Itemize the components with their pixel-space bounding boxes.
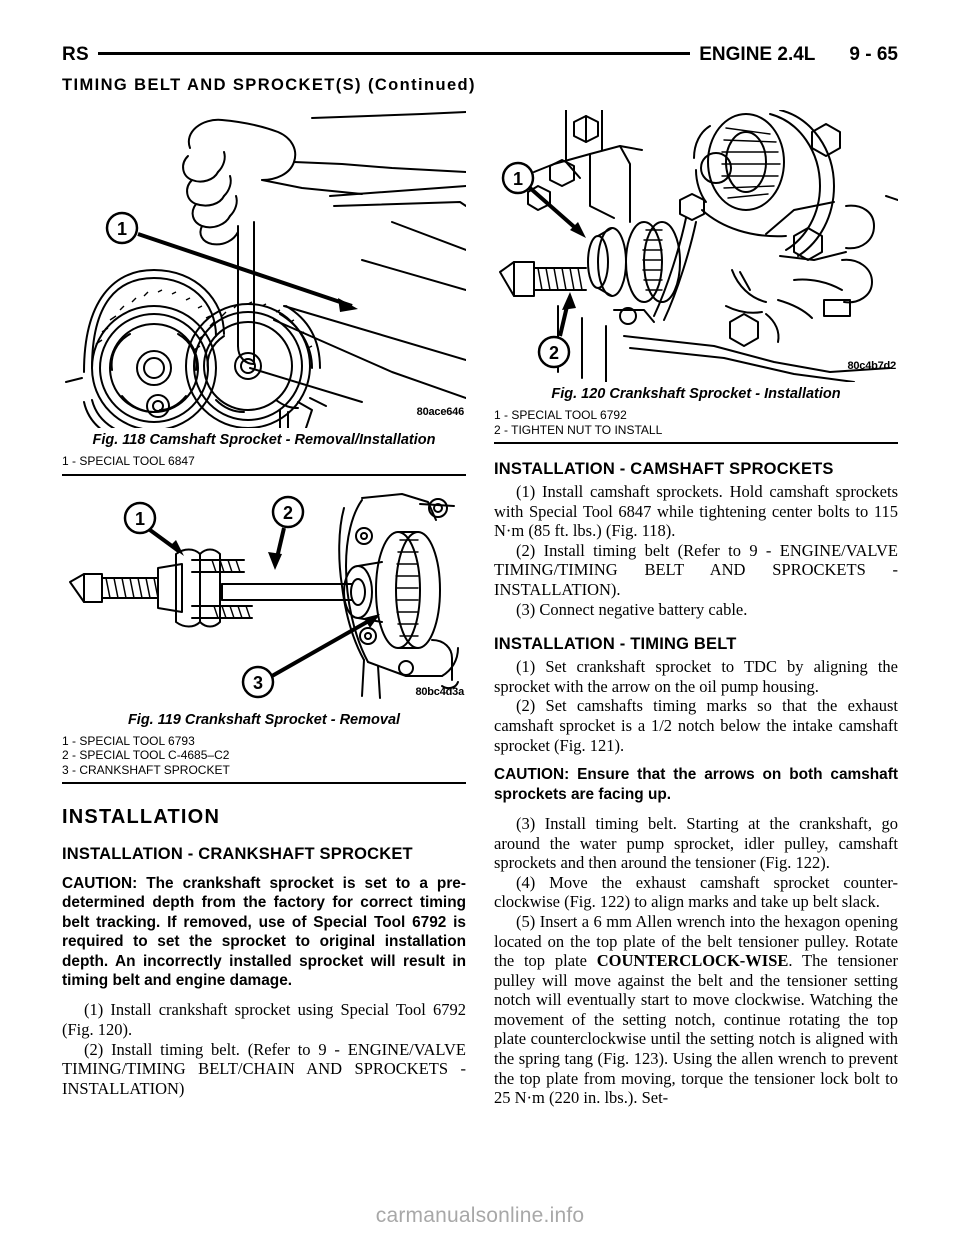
figure-119-divider [62,782,466,784]
figure-119-legend-item: 2 - SPECIAL TOOL C-4685–C2 [62,748,230,762]
figure-119-legend-item: 3 - CRANKSHAFT SPROCKET [62,762,230,777]
figure-119-callout-3: 3 [253,673,263,693]
figure-119: 1 2 3 80bc4d3a Fig. 119 Cra [62,489,466,784]
page-header: RS ENGINE 2.4L 9 - 65 [62,40,898,70]
figure-118-legend-item: 1 - SPECIAL TOOL 6847 [62,454,195,468]
figure-119-legend: 1 - SPECIAL TOOL 6793 2 - SPECIAL TOOL C… [62,734,466,778]
timing-belt-step-3: (3) Install timing belt. Starting at the… [494,813,898,873]
installation-crankshaft-sprocket-heading: INSTALLATION - CRANKSHAFT SPROCKET [62,845,413,863]
left-column: 1 80ace646 Fig. 118 Camshaft Sprocket - … [62,110,466,1098]
crankshaft-caution-text: CAUTION: The crankshaft sprocket is set … [62,875,466,990]
figure-118-art-code: 80ace646 [416,406,465,418]
figure-119-caption: Fig. 119 Crankshaft Sprocket - Removal [127,711,401,728]
figure-120-callout-1: 1 [513,169,523,189]
installation-section-heading: INSTALLATION [62,806,221,828]
figure-120-divider [494,442,898,444]
timing-belt-step-5-part-2: . The tensioner pulley will move against… [494,951,898,1108]
figure-120-legend-item: 1 - SPECIAL TOOL 6792 [494,408,627,422]
figure-120-art-code: 80c4b7d2 [847,360,896,372]
camshaft-step-1: (1) Install camshaft sprockets. Hold cam… [494,482,898,541]
figure-118-artwork: 1 [62,110,466,428]
figure-118-callout-1: 1 [117,219,127,239]
installation-camshaft-sprockets-heading: INSTALLATION - CAMSHAFT SPROCKETS [494,460,834,478]
figure-120-callout-2: 2 [549,343,559,363]
installation-timing-belt-heading: INSTALLATION - TIMING BELT [494,635,737,654]
figure-120: 1 2 80c4b7d2 Fig. 120 Crankshaft Sprocke… [494,110,898,444]
crankshaft-step-1: (1) Install crankshaft sprocket using Sp… [62,1000,466,1040]
figure-120-caption: Fig. 120 Crankshaft Sprocket - Installat… [551,386,841,402]
site-watermark: carmanualsonline.info [375,1204,585,1227]
figure-119-art-code: 80bc4d3a [415,685,464,698]
figure-118-legend: 1 - SPECIAL TOOL 6847 [62,454,466,469]
figure-119-callout-1: 1 [135,509,145,529]
timing-belt-step-4: (4) Move the exhaust camshaft sprocket c… [494,872,898,912]
figure-119-artwork: 1 2 3 [62,489,466,708]
figure-119-legend-item: 1 - SPECIAL TOOL 6793 [62,733,195,748]
timing-belt-step-5-part-1: (5) Insert a 6 mm Allen wrench into the … [494,911,898,971]
figure-119-callout-2: 2 [283,503,293,523]
camshaft-step-2: (2) Install timing belt (Refer to 9 - EN… [494,540,898,599]
figure-118: 1 80ace646 Fig. 118 Camshaft Sprocket - … [62,110,466,476]
timing-belt-step-5: (5) Insert a 6 mm Allen wrench into the … [494,912,898,1108]
timing-belt-caution-text: CAUTION: Ensure that the arrows on both … [494,766,898,803]
camshaft-step-3: (3) Connect negative battery cable. [516,599,748,619]
page-number: 9 - 65 [849,44,898,65]
header-rule [98,51,691,55]
figure-118-divider [62,473,466,476]
continued-heading: TIMING BELT AND SPROCKET(S) (Continued) [62,76,476,94]
figure-120-legend: 1 - SPECIAL TOOL 6792 2 - TIGHTEN NUT TO… [494,408,898,437]
figure-120-legend-item: 2 - TIGHTEN NUT TO INSTALL [494,422,663,437]
crankshaft-step-2: (2) Install timing belt. (Refer to 9 - E… [62,1039,466,1098]
figure-120-artwork: 1 2 [494,110,898,382]
page-section-title: ENGINE 2.4L [699,44,816,65]
counterclockwise-emphasis: COUNTERCLOCK-WISE [596,951,789,971]
figure-118-caption: Fig. 118 Camshaft Sprocket - Removal/Ins… [92,432,436,448]
timing-belt-step-2: (2) Set camshafts timing marks so that t… [494,696,898,755]
manual-code: RS [62,44,89,65]
right-column: 1 2 80c4b7d2 Fig. 120 Crankshaft Sprocke… [494,110,898,1108]
timing-belt-step-1: (1) Set crankshaft sprocket to TDC by al… [494,657,898,696]
